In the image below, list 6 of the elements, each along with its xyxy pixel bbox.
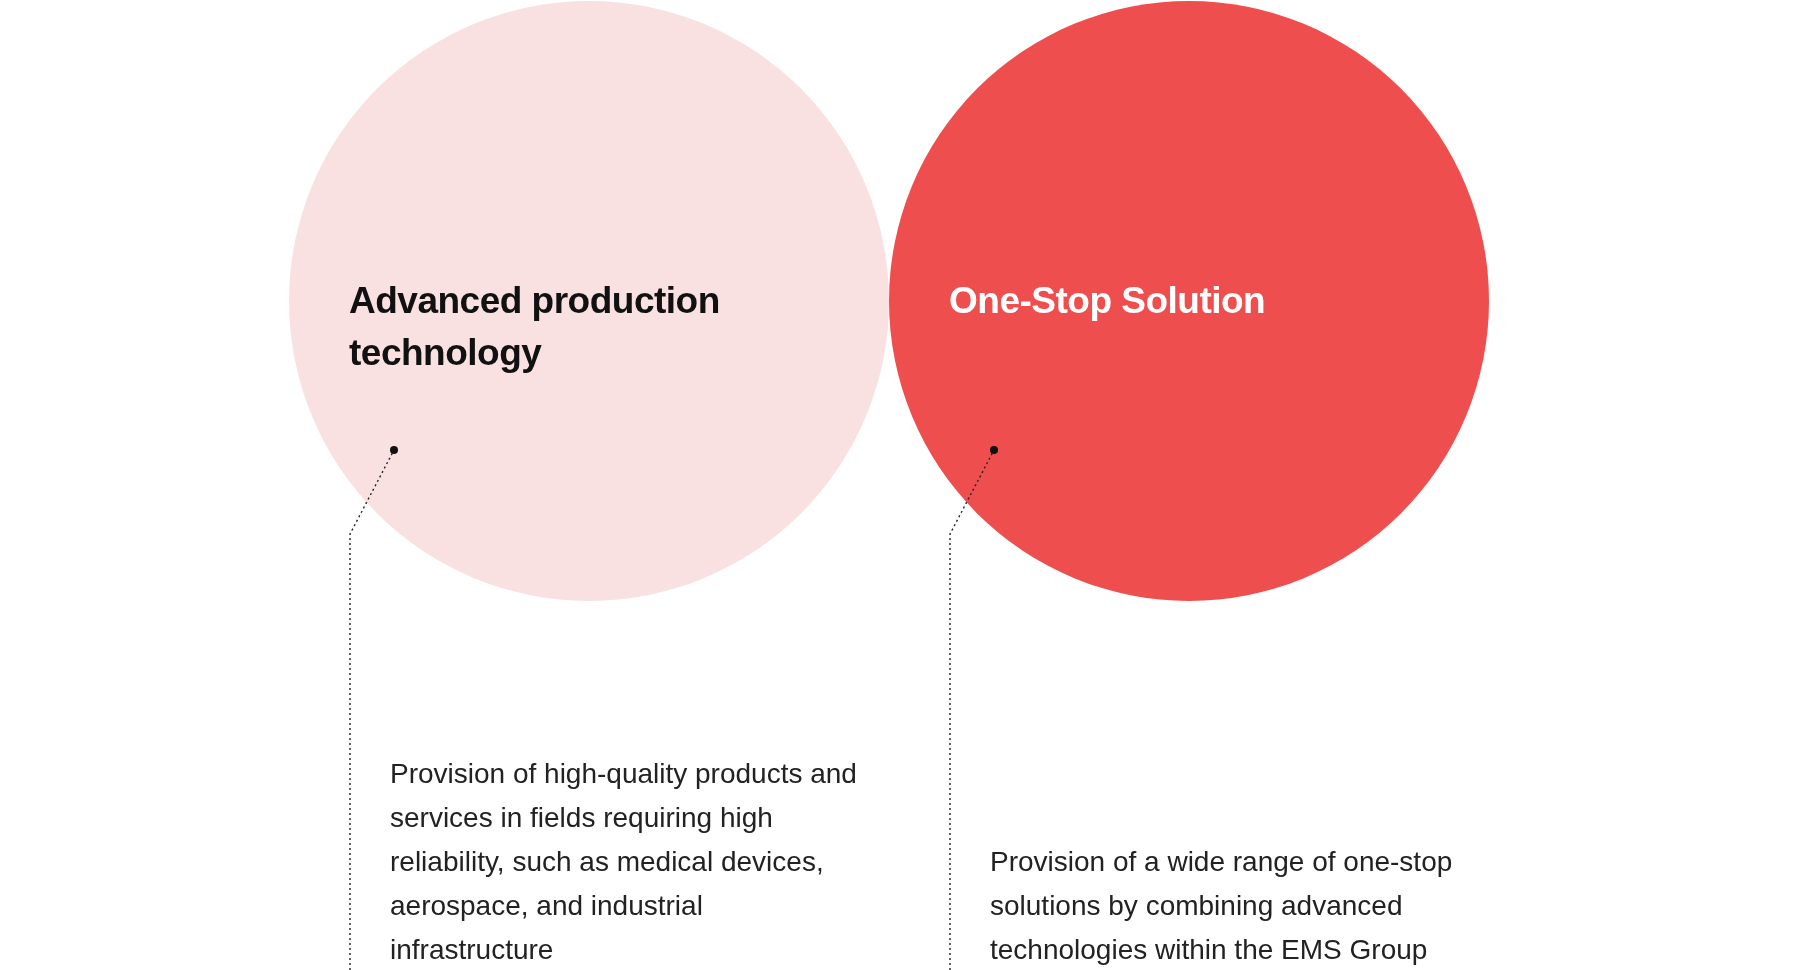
leader-line [949,446,998,970]
description-text: Provision of high-quality products and services in fields requiring high reliability, such as medical devices, aerospace, and industrial infrastructure [390,757,858,967]
leader-line [349,446,398,970]
circle-title: Advanced production technology [349,279,721,375]
description-text: Provision of a wide range of one-stop solutions by combining advanced technologies within the EMS Group [990,845,1454,967]
circle-title: One-Stop Solution [949,279,1267,323]
